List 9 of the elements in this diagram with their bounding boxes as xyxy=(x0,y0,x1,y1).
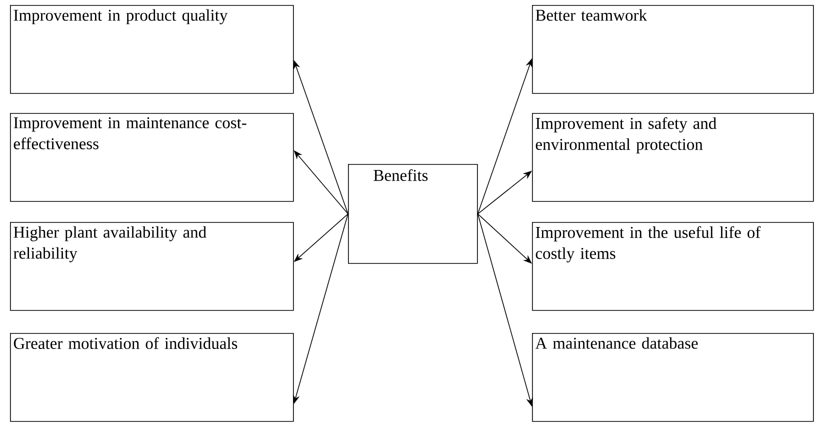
text-box: Improvement in maintenance cost-effectiveness xyxy=(10,113,294,202)
text-box: Greater motivation of individuals xyxy=(10,333,294,422)
text-box: Higher plant availability and reliability xyxy=(10,222,294,311)
text-box: Improvement in safety and environmental protection xyxy=(532,113,814,202)
text-box: Benefits xyxy=(348,164,478,264)
text-box: Improvement in product quality xyxy=(10,5,294,94)
text-box: A maintenance database xyxy=(532,333,814,422)
text-box: Improvement in the useful life of costly items xyxy=(532,222,814,311)
text-box: Better teamwork xyxy=(532,5,814,94)
